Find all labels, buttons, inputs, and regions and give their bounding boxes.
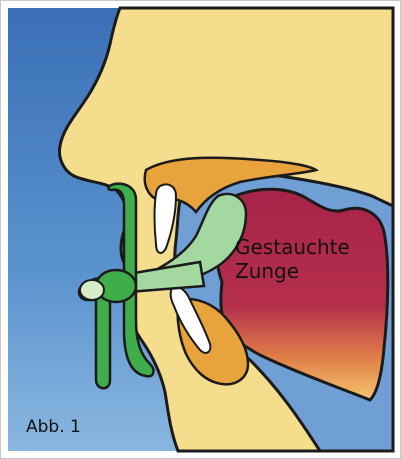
tongue-label-line1: Gestauchte <box>235 235 350 259</box>
handle-light-ring <box>80 280 104 300</box>
figure-label: Abb. 1 <box>26 417 81 437</box>
tongue-label-line2: Zunge <box>235 259 299 283</box>
